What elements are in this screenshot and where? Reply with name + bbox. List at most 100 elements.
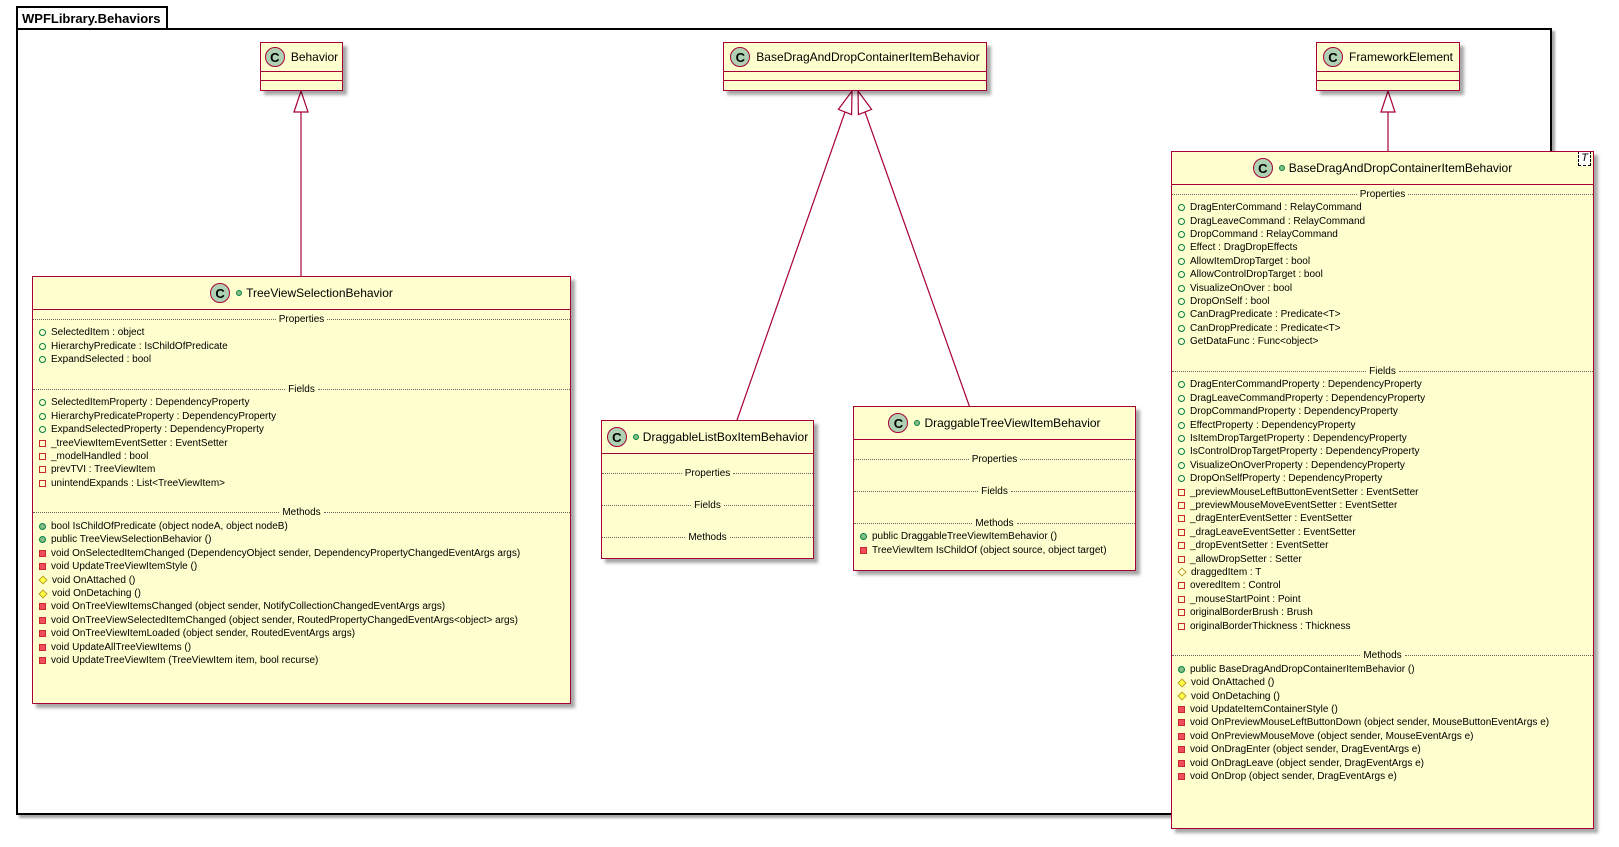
public-visibility-icon	[39, 342, 46, 350]
properties-separator: Properties	[854, 452, 1135, 466]
private-visibility-icon	[1178, 502, 1185, 509]
property-row: SelectedItem : object	[33, 326, 570, 339]
method-row: void OnSelectedItemChanged (DependencyOb…	[33, 547, 570, 560]
class-header: C TreeViewSelectionBehavior	[33, 277, 570, 310]
field-row: HierarchyPredicateProperty : DependencyP…	[33, 410, 570, 423]
public-visibility-icon	[1178, 461, 1185, 469]
class-tree-view-selection-behavior[interactable]: C TreeViewSelectionBehavior Properties S…	[32, 276, 571, 704]
class-header: C DraggableTreeViewItemBehavior	[854, 407, 1135, 440]
field-row: DragLeaveCommandProperty : DependencyPro…	[1172, 392, 1593, 405]
protected-visibility-icon	[1177, 678, 1187, 688]
method-row: void OnAttached ()	[1172, 676, 1593, 689]
method-row: public DraggableTreeViewItemBehavior ()	[854, 530, 1135, 543]
class-name: TreeViewSelectionBehavior	[246, 286, 393, 300]
method-row: void OnDetaching ()	[33, 587, 570, 600]
property-row: DropCommand : RelayCommand	[1172, 228, 1593, 241]
public-visibility-icon	[39, 412, 46, 420]
field-row: _dragLeaveEventSetter : EventSetter	[1172, 526, 1593, 539]
private-visibility-icon	[860, 546, 867, 554]
public-visibility-icon	[1178, 381, 1185, 389]
property-row: DragEnterCommand : RelayCommand	[1172, 201, 1593, 214]
class-base-drag-drop-parent[interactable]: C BaseDragAndDropContainerItemBehavior	[723, 42, 987, 91]
method-row: void UpdateTreeViewItemStyle ()	[33, 560, 570, 573]
class-name: BaseDragAndDropContainerItemBehavior	[1288, 161, 1513, 175]
class-base-drag-drop-generic[interactable]: T C BaseDragAndDropContainerItemBehavior…	[1171, 151, 1594, 829]
private-visibility-icon	[39, 479, 46, 487]
field-row: _modelHandled : bool	[33, 450, 570, 463]
method-row: bool IsChildOfPredicate (object nodeA, o…	[33, 520, 570, 533]
class-draggable-treeview-item-behavior[interactable]: C DraggableTreeViewItemBehavior Properti…	[853, 406, 1136, 571]
method-row: void UpdateAllTreeViewItems ()	[33, 640, 570, 653]
private-visibility-icon	[39, 630, 46, 638]
public-visibility-icon	[39, 536, 46, 544]
private-visibility-icon	[39, 549, 46, 557]
method-row: void OnTreeViewItemsChanged (object send…	[33, 600, 570, 613]
private-visibility-icon	[39, 563, 46, 571]
class-behavior[interactable]: C Behavior	[260, 42, 343, 91]
public-visibility-icon	[1178, 338, 1185, 346]
empty-section	[261, 72, 342, 81]
method-row: void OnPreviewMouseMove (object sender, …	[1172, 730, 1593, 743]
class-icon: C	[210, 283, 231, 303]
class-draggable-listbox-item-behavior[interactable]: C DraggableListBoxItemBehavior Propertie…	[601, 420, 814, 559]
class-framework-element[interactable]: C FrameworkElement	[1316, 42, 1460, 91]
private-visibility-icon	[39, 452, 46, 460]
public-visibility-icon	[1178, 244, 1185, 252]
inheritance-arrowhead	[293, 89, 309, 113]
field-row: unintendExpands : List<TreeViewItem>	[33, 477, 570, 490]
public-class-dot	[632, 434, 639, 440]
method-row: void UpdateTreeViewItem (TreeViewItem it…	[33, 654, 570, 667]
methods-separator: Methods	[33, 506, 570, 520]
method-row: void OnDragEnter (object sender, DragEve…	[1172, 743, 1593, 756]
inheritance-arrowhead	[857, 89, 873, 116]
property-row: DropOnSelf : bool	[1172, 295, 1593, 308]
public-visibility-icon	[1178, 448, 1185, 456]
class-header: C Behavior	[261, 43, 342, 72]
private-visibility-icon	[39, 466, 46, 474]
class-header: C FrameworkElement	[1317, 43, 1459, 72]
private-visibility-icon	[39, 616, 46, 624]
field-row: originalBorderBrush : Brush	[1172, 606, 1593, 619]
methods-separator: Methods	[602, 530, 813, 544]
field-row: _dropEventSetter : EventSetter	[1172, 539, 1593, 552]
method-row: void OnPreviewMouseLeftButtonDown (objec…	[1172, 716, 1593, 729]
class-icon: C	[1322, 47, 1343, 67]
method-row: public TreeViewSelectionBehavior ()	[33, 533, 570, 546]
public-visibility-icon	[1178, 284, 1185, 292]
inheritance-arrowhead	[1380, 89, 1396, 113]
field-row: _previewMouseMoveEventSetter : EventSett…	[1172, 499, 1593, 512]
field-row: prevTVI : TreeViewItem	[33, 463, 570, 476]
private-visibility-icon	[1178, 706, 1185, 714]
property-row: AllowItemDropTarget : bool	[1172, 255, 1593, 268]
private-visibility-icon	[1178, 773, 1185, 781]
class-icon: C	[606, 427, 627, 447]
class-icon: C	[264, 47, 285, 67]
public-visibility-icon	[1178, 475, 1185, 483]
field-row: EffectProperty : DependencyProperty	[1172, 418, 1593, 431]
properties-separator: Properties	[1172, 187, 1593, 201]
fields-separator: Fields	[602, 498, 813, 512]
public-class-dot	[236, 290, 243, 296]
private-visibility-icon	[1178, 515, 1185, 523]
private-visibility-icon	[1178, 622, 1185, 630]
private-visibility-icon	[1178, 746, 1185, 754]
method-row: void OnDetaching ()	[1172, 690, 1593, 703]
private-visibility-icon	[39, 439, 46, 447]
method-row: void OnTreeViewItemLoaded (object sender…	[33, 627, 570, 640]
protected-visibility-icon	[38, 589, 48, 599]
type-parameter-box: T	[1578, 152, 1591, 166]
property-row: GetDataFunc : Func<object>	[1172, 335, 1593, 348]
package-tab: WPFLibrary.Behaviors	[16, 6, 169, 28]
inheritance-arrowhead	[837, 89, 853, 116]
public-visibility-icon	[39, 426, 46, 434]
public-visibility-icon	[1178, 324, 1185, 332]
class-icon: C	[730, 47, 751, 67]
field-row: DragEnterCommandProperty : DependencyPro…	[1172, 378, 1593, 391]
property-row: Effect : DragDropEffects	[1172, 241, 1593, 254]
public-visibility-icon	[39, 399, 46, 407]
private-visibility-icon	[1178, 488, 1185, 496]
field-row: draggedItem : T	[1172, 566, 1593, 579]
method-row: void OnDragLeave (object sender, DragEve…	[1172, 756, 1593, 769]
properties-separator: Properties	[602, 466, 813, 480]
field-row: _dragEnterEventSetter : EventSetter	[1172, 512, 1593, 525]
